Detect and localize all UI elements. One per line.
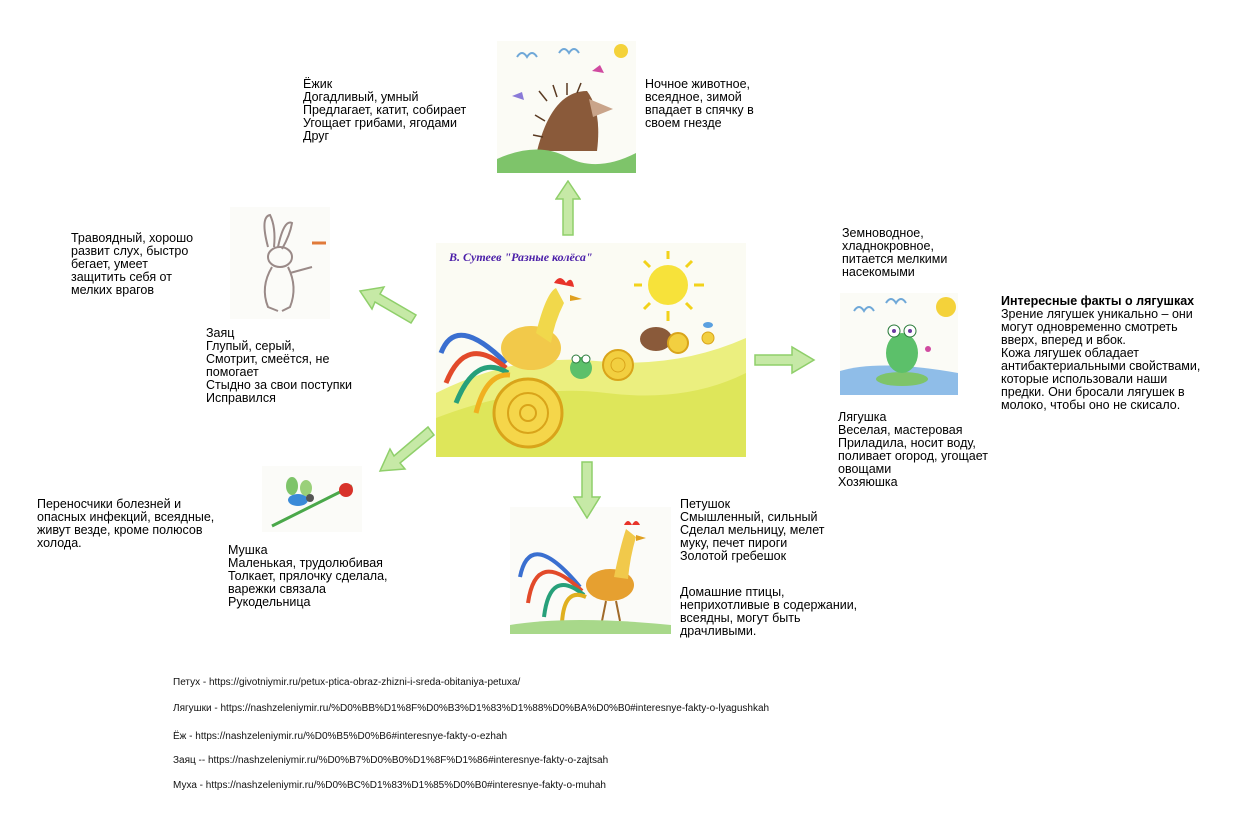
rooster-trait: Смышленный, сильный <box>680 510 818 524</box>
arrow-up-left-icon <box>358 286 418 325</box>
fly-fact: Переносчики болезней и опасных инфекций,… <box>37 498 214 550</box>
fact-line: Домашние птицы, <box>680 585 785 599</box>
hare-trait: Стыдно за свои поступки <box>206 378 352 392</box>
fact-line: всеядное, зимой <box>645 90 742 104</box>
hare-name: Заяц <box>206 326 235 340</box>
fact-line: драчливыми. <box>680 624 757 638</box>
rooster-illustration <box>510 507 671 634</box>
arrow-up-icon <box>555 180 581 236</box>
frog-trait: овощами <box>838 462 892 476</box>
fly-trait: варежки связала <box>228 582 326 596</box>
fact-line: Зрение лягушек уникально – они <box>1001 307 1193 321</box>
hare-trait: Смотрит, смеётся, не <box>206 352 330 366</box>
hare-trait: Исправился <box>206 391 276 405</box>
frog-trait: Хозяюшка <box>838 475 898 489</box>
frog-name: Лягушка <box>838 410 887 424</box>
source-link[interactable]: Муха - https://nashzeleniymir.ru/%D0%BC%… <box>173 780 606 791</box>
fly-trait: Рукодельница <box>228 595 311 609</box>
rooster-trait: Сделал мельницу, мелет <box>680 523 825 537</box>
center-illustration <box>436 243 746 457</box>
rooster-trait: муку, печет пироги <box>680 536 788 550</box>
hedgehog-traits: Ёжик Догадливый, умный Предлагает, катит… <box>303 78 466 143</box>
hedgehog-illustration <box>497 41 636 173</box>
rooster-name: Петушок <box>680 497 731 511</box>
hedgehog-name: Ёжик <box>303 77 333 91</box>
hare-trait: помогает <box>206 365 259 379</box>
fly-illustration <box>262 466 362 532</box>
hare-traits: Заяц Глупый, серый, Смотрит, смеётся, не… <box>206 327 352 405</box>
fact-line: насекомыми <box>842 265 915 279</box>
fact-line: Кожа лягушек обладает <box>1001 346 1139 360</box>
fact-line: защитить себя от <box>71 270 172 284</box>
facts-title: Интересные факты о лягушках <box>1001 294 1195 308</box>
hare-trait: Глупый, серый, <box>206 339 295 353</box>
frog-interesting-facts: Интересные факты о лягушках Зрение лягуш… <box>1001 295 1200 412</box>
rooster-fact: Домашние птицы, неприхотливые в содержан… <box>680 586 857 638</box>
fly-trait: Толкает, прялочку сделала, <box>228 569 388 583</box>
fact-line: холода. <box>37 536 82 550</box>
fact-line: развит слух, быстро <box>71 244 189 258</box>
hedgehog-trait: Друг <box>303 129 330 143</box>
fact-line: опасных инфекций, всеядные, <box>37 510 215 524</box>
fly-name: Мушка <box>228 543 268 557</box>
fact-line: своем гнезде <box>645 116 722 130</box>
hedgehog-fact: Ночное животное, всеядное, зимой впадает… <box>645 78 754 130</box>
source-link[interactable]: Ёж - https://nashzeleniymir.ru/%D0%B5%D0… <box>173 731 508 742</box>
fact-line: впадает в спячку в <box>645 103 754 117</box>
frog-trait: Приладила, носит воду, <box>838 436 976 450</box>
fact-line: молоко, чтобы оно не скисало. <box>1001 398 1181 412</box>
frog-trait: Веселая, мастеровая <box>838 423 963 437</box>
fact-line: живут везде, кроме полюсов <box>37 523 203 537</box>
frog-traits: Лягушка Веселая, мастеровая Приладила, н… <box>838 411 988 489</box>
hedgehog-trait: Догадливый, умный <box>303 90 419 104</box>
fact-line: хладнокровное, <box>842 239 934 253</box>
fact-line: неприхотливые в содержании, <box>680 598 858 612</box>
fact-line: могут одновременно смотреть <box>1001 320 1178 334</box>
source-link[interactable]: Лягушки - https://nashzeleniymir.ru/%D0%… <box>173 703 770 714</box>
hedgehog-trait: Угощает грибами, ягодами <box>303 116 457 130</box>
fact-line: предки. Они бросали лягушек в <box>1001 385 1185 399</box>
fact-line: Земноводное, <box>842 226 924 240</box>
arrow-down-icon <box>573 461 601 519</box>
fact-line: Ночное животное, <box>645 77 751 91</box>
source-link[interactable]: Петух - https://givotniymir.ru/petux-pti… <box>173 677 521 688</box>
fact-line: Переносчики болезней и <box>37 497 182 511</box>
fact-line: бегает, умеет <box>71 257 148 271</box>
fact-line: вверх, вперед и вбок. <box>1001 333 1126 347</box>
source-link[interactable]: Заяц -- https://nashzeleniymir.ru/%D0%B7… <box>173 755 609 766</box>
fact-line: антибактериальными свойствами, <box>1001 359 1201 373</box>
fact-line: питается мелкими <box>842 252 948 266</box>
fly-traits: Мушка Маленькая, трудолюбивая Толкает, п… <box>228 544 388 609</box>
center-title: В. Сутеев "Разные колёса" <box>449 250 593 264</box>
hare-illustration <box>230 207 330 319</box>
rooster-traits: Петушок Смышленный, сильный Сделал мельн… <box>680 498 824 563</box>
fly-trait: Маленькая, трудолюбивая <box>228 556 383 570</box>
fact-line: мелких врагов <box>71 283 155 297</box>
hedgehog-trait: Предлагает, катит, собирает <box>303 103 467 117</box>
fact-line: Травоядный, хорошо <box>71 231 194 245</box>
frog-illustration <box>840 293 958 395</box>
frog-trait: поливает огород, угощает <box>838 449 988 463</box>
fact-line: всеядны, могут быть <box>680 611 801 625</box>
arrow-right-icon <box>754 345 816 375</box>
frog-fact: Земноводное, хладнокровное, питается мел… <box>842 227 947 279</box>
hare-fact: Травоядный, хорошо развит слух, быстро б… <box>71 232 193 297</box>
rooster-trait: Золотой гребешок <box>680 549 787 563</box>
arrow-down-left-icon <box>378 425 436 472</box>
fact-line: которые использовали наши <box>1001 372 1168 386</box>
